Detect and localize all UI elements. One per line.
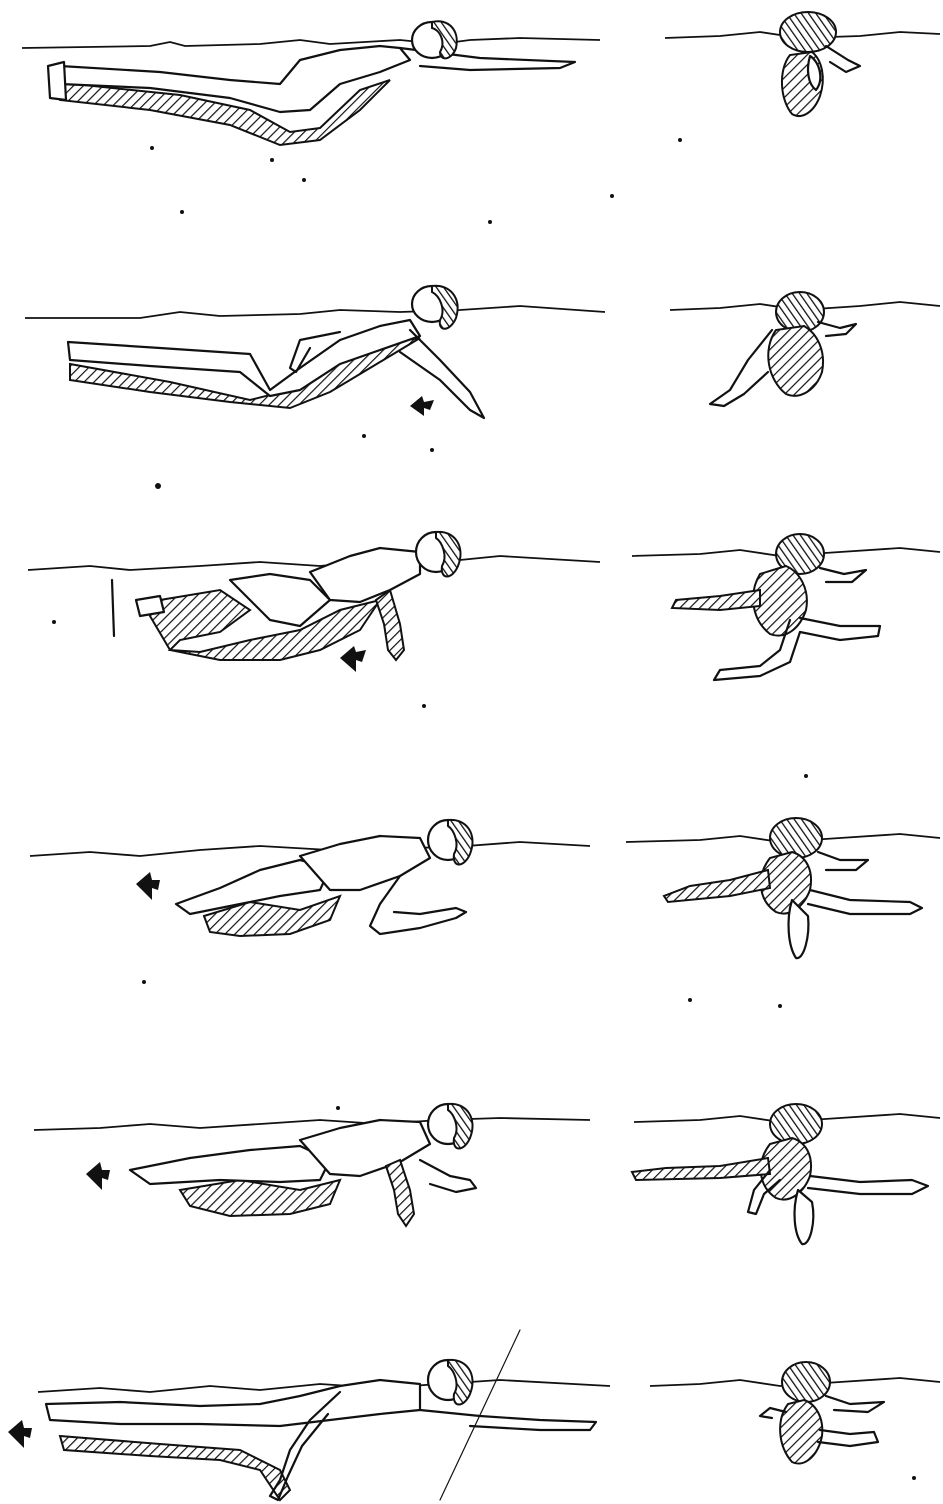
swimmer-arm bbox=[710, 330, 772, 406]
panel-row3-front bbox=[632, 534, 940, 680]
swimmer-torso bbox=[310, 548, 420, 602]
swimmer-legs-underside bbox=[60, 1436, 290, 1500]
direction-arrow-icon bbox=[410, 396, 434, 416]
panel-row5-side bbox=[34, 1104, 590, 1226]
swimmer-near-arm bbox=[420, 1160, 476, 1192]
swimmer-left-leg bbox=[664, 870, 770, 902]
swimmer-ponytail bbox=[818, 322, 856, 336]
panel-row4-side bbox=[30, 820, 590, 936]
swimmer-arm bbox=[376, 590, 404, 660]
direction-arrow-icon bbox=[8, 1420, 32, 1448]
swimmer-lower-leg bbox=[789, 900, 809, 958]
direction-arrow-icon bbox=[340, 646, 366, 672]
swimmer-right-leg bbox=[800, 618, 880, 640]
water-surface-line bbox=[34, 1118, 590, 1130]
panel-row5-front bbox=[632, 1104, 940, 1244]
panel-row6-side bbox=[8, 1330, 610, 1500]
swimmer-ponytail bbox=[820, 568, 866, 582]
swimmer-upper-leg bbox=[130, 1146, 330, 1184]
direction-arrow-icon bbox=[136, 872, 160, 900]
water-surface-line bbox=[25, 306, 605, 318]
panel-row4-front bbox=[626, 818, 940, 958]
swimmer-ponytail bbox=[826, 46, 860, 72]
panel-row1-front bbox=[665, 12, 940, 116]
panel-row2-side bbox=[25, 286, 605, 418]
swimmer-head-top bbox=[782, 1362, 830, 1402]
swimmer-ponytail bbox=[818, 852, 868, 870]
swimmer-lower-leg bbox=[795, 1190, 814, 1244]
swimmer-body-front bbox=[780, 1400, 822, 1464]
swimmer-feet bbox=[136, 596, 164, 616]
panel-row3-side bbox=[28, 532, 600, 672]
swimmer-arm bbox=[714, 620, 800, 680]
swimmer-arm bbox=[370, 876, 466, 934]
swimmer-body-front bbox=[753, 566, 807, 636]
direction-arrow-icon bbox=[86, 1162, 110, 1190]
swimmer-head-top bbox=[770, 818, 822, 858]
panel-row1-side bbox=[22, 21, 600, 145]
water-surface-line bbox=[28, 556, 600, 570]
swimmer-left-leg bbox=[672, 590, 760, 610]
swimmer-right-leg bbox=[808, 890, 922, 914]
swimmer-thigh bbox=[230, 574, 330, 626]
water-surface-line bbox=[22, 38, 600, 48]
swimmer-arm bbox=[420, 1410, 596, 1430]
swimmer-right-leg bbox=[808, 1176, 928, 1194]
swimmer-feet bbox=[48, 62, 66, 100]
motion-mark bbox=[112, 580, 114, 636]
panel-row2-front bbox=[670, 292, 940, 406]
panel-row6-front bbox=[650, 1362, 940, 1464]
swimmer-right-leg bbox=[818, 1430, 878, 1446]
swimmer-lower-leg bbox=[180, 1180, 340, 1216]
swimmer-ponytail bbox=[826, 1396, 884, 1412]
swimmer-torso bbox=[46, 1380, 420, 1426]
motion-mark bbox=[440, 1330, 520, 1500]
swimmer-arm bbox=[386, 1160, 414, 1226]
swimmer-body-front bbox=[768, 326, 823, 396]
swimmer-head-top bbox=[770, 1104, 822, 1144]
swimmer-left-leg bbox=[632, 1158, 770, 1180]
